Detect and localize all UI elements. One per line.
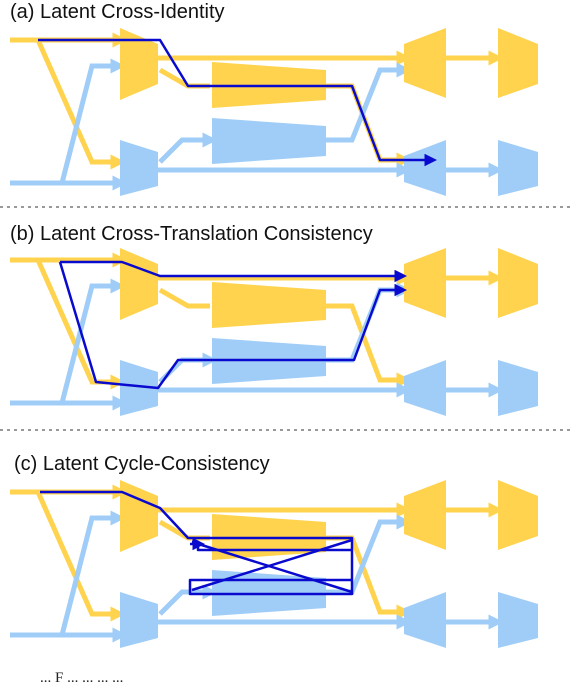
- panel-title: (a) Latent Cross-Identity: [10, 1, 225, 23]
- panel-title: (c) Latent Cycle-Consistency: [14, 453, 270, 475]
- highlight-path: [191, 538, 353, 592]
- highlight-path: [191, 540, 353, 594]
- highlight-path: [38, 38, 437, 167]
- highlight-path: [58, 261, 407, 390]
- panel-b: (b) Latent Cross-Translation Consistency: [10, 223, 538, 416]
- panel-a: (a) Latent Cross-Identity: [10, 1, 538, 196]
- panel-c: (c) Latent Cycle-Consistency: [10, 453, 538, 648]
- panel-title: (b) Latent Cross-Translation Consistency: [10, 223, 373, 245]
- caption-fragment: ... F ... ... ... ...: [40, 670, 123, 684]
- highlight-path: [60, 260, 407, 283]
